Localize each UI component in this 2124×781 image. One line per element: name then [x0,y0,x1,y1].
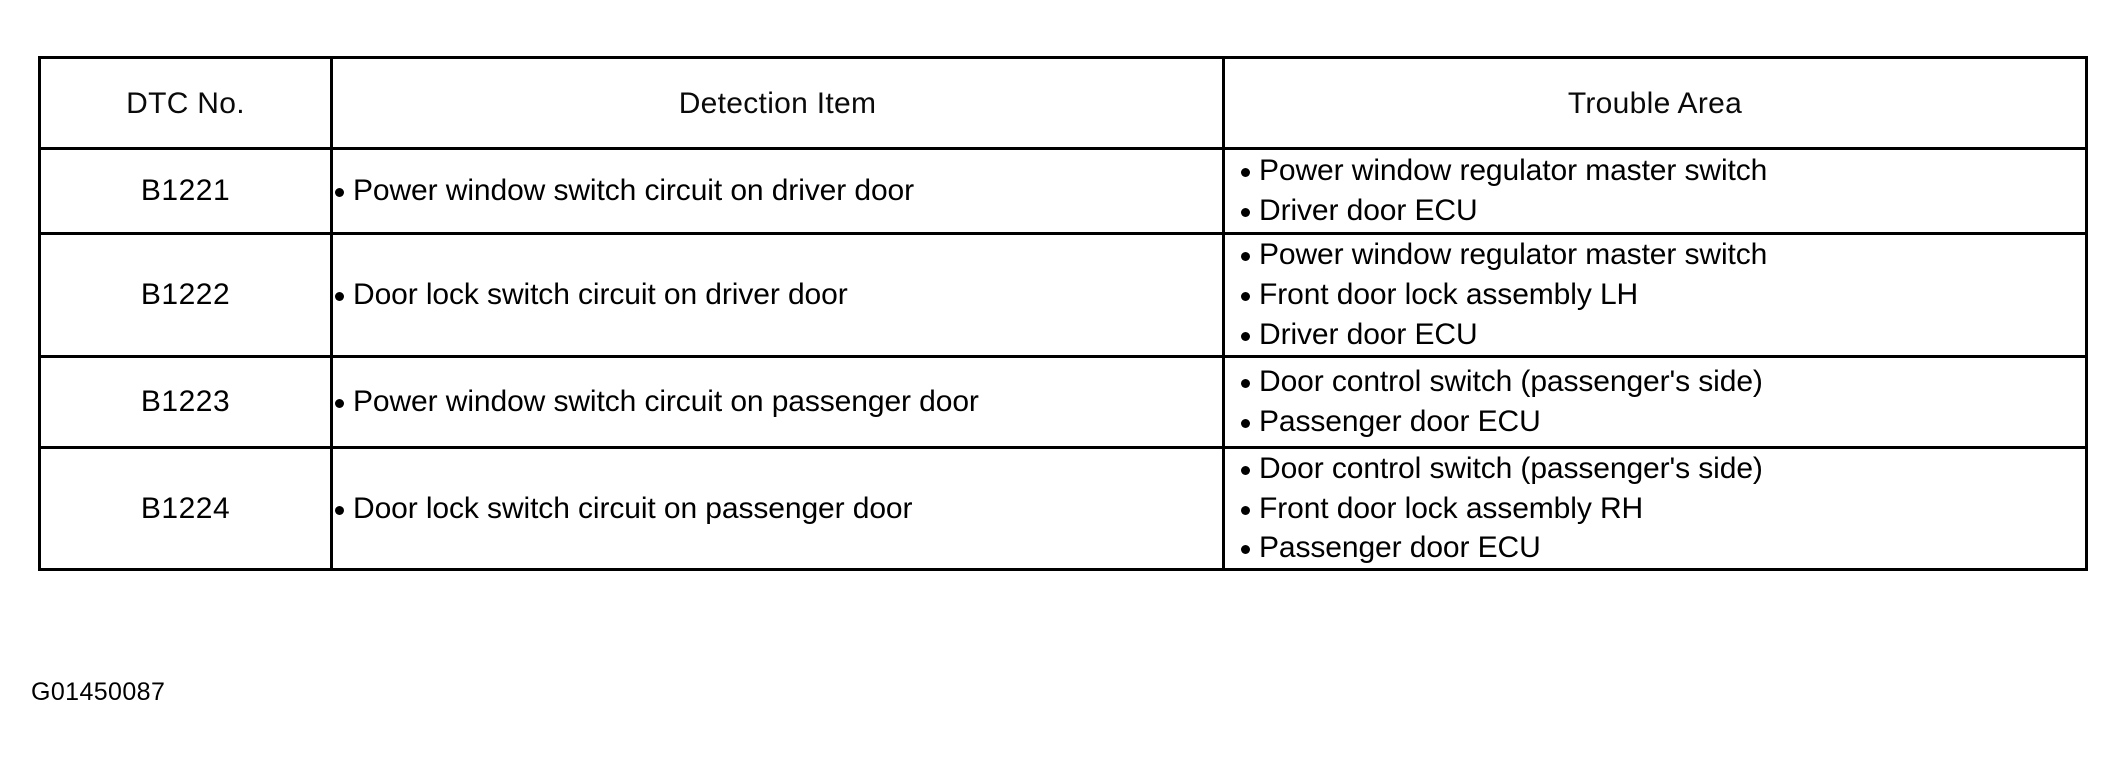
list-item: Door control switch (passenger's side) [1239,449,2085,489]
trouble-area-list: Door control switch (passenger's side) P… [1239,362,2085,442]
list-item: Door control switch (passenger's side) [1239,362,2085,402]
table-row: B1223 Power window switch circuit on pas… [38,354,2088,449]
trouble-area-cell: Power window regulator master switch Dri… [1222,147,2088,235]
list-item: Driver door ECU [1239,315,2085,355]
table-row: B1222 Door lock switch circuit on driver… [38,232,2088,358]
list-item: Door lock switch circuit on driver door [333,275,1222,315]
list-item: Front door lock assembly LH [1239,275,2085,315]
list-item: Door lock switch circuit on passenger do… [333,489,1222,529]
list-item: Power window switch circuit on driver do… [333,171,1222,211]
trouble-area-list: Power window regulator master switch Fro… [1239,235,2085,355]
trouble-area-list: Power window regulator master switch Dri… [1239,151,2085,231]
list-item: Power window switch circuit on passenger… [333,382,1222,422]
dtc-number-value: B1224 [140,491,231,525]
dtc-number-cell: B1221 [38,147,333,235]
trouble-area-cell: Door control switch (passenger's side) P… [1222,354,2088,449]
detection-item-list: Power window switch circuit on passenger… [333,382,1222,422]
detection-item-cell: Power window switch circuit on passenger… [330,354,1225,449]
list-item: Front door lock assembly RH [1239,489,2085,529]
column-header-detection-item-label: Detection Item [678,86,877,120]
dtc-number-value: B1221 [140,174,231,207]
dtc-number-value: B1223 [140,384,231,418]
trouble-area-cell: Power window regulator master switch Fro… [1222,232,2088,358]
dtc-diagnostic-table: DTC No. Detection Item Trouble Area B122… [38,56,2088,572]
column-header-trouble-area-label: Trouble Area [1567,86,1743,120]
list-item: Power window regulator master switch [1239,235,2085,275]
dtc-number-cell: B1222 [38,232,333,358]
list-item: Power window regulator master switch [1239,151,2085,191]
detection-item-list: Door lock switch circuit on passenger do… [333,489,1222,529]
detection-item-cell: Door lock switch circuit on passenger do… [330,445,1225,572]
trouble-area-cell: Door control switch (passenger's side) F… [1222,445,2088,572]
list-item: Passenger door ECU [1239,402,2085,442]
column-header-detection-item: Detection Item [330,56,1225,150]
dtc-number-cell: B1223 [38,354,333,449]
dtc-number-cell: B1224 [38,445,333,572]
column-header-trouble-area: Trouble Area [1222,56,2088,150]
figure-reference-code: G01450087 [31,678,166,706]
column-header-dtc-no-label: DTC No. [126,86,245,120]
table-header: DTC No. Detection Item Trouble Area [38,56,2088,150]
table-header-row: DTC No. Detection Item Trouble Area [38,56,2088,150]
table-body: B1221 Power window switch circuit on dri… [38,147,2088,572]
dtc-number-value: B1222 [140,277,231,311]
detection-item-list: Power window switch circuit on driver do… [333,171,1222,211]
detection-item-list: Door lock switch circuit on driver door [333,275,1222,315]
detection-item-cell: Power window switch circuit on driver do… [330,147,1225,235]
table-row: B1221 Power window switch circuit on dri… [38,147,2088,235]
column-header-dtc-no: DTC No. [38,56,333,150]
detection-item-cell: Door lock switch circuit on driver door [330,232,1225,358]
list-item: Driver door ECU [1239,191,2085,231]
table-row: B1224 Door lock switch circuit on passen… [38,445,2088,572]
list-item: Passenger door ECU [1239,528,2085,568]
trouble-area-list: Door control switch (passenger's side) F… [1239,449,2085,569]
